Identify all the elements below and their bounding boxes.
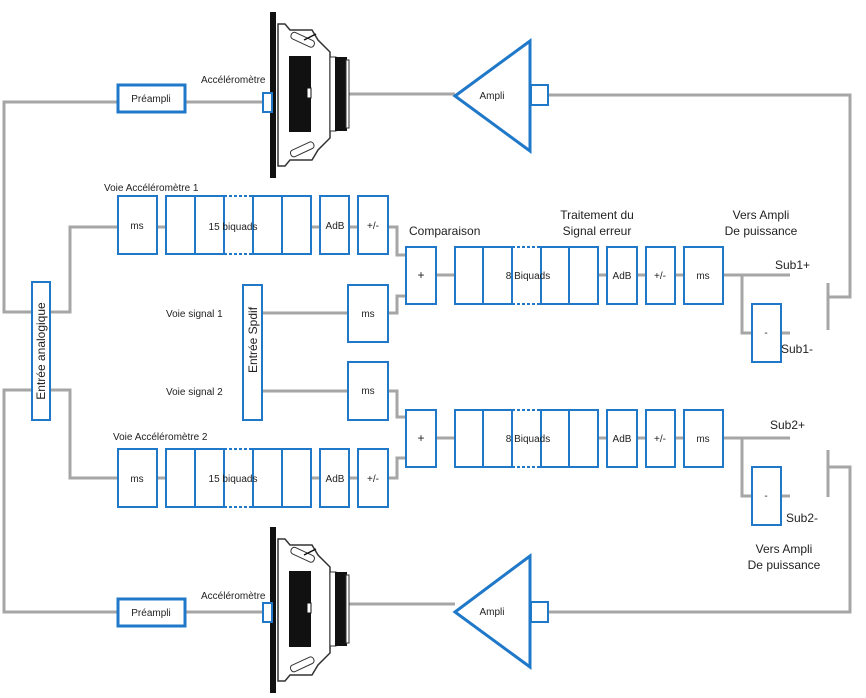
svg-text:+/-: +/- bbox=[367, 221, 379, 232]
vers-ampli-bottom-1: Vers Ampli bbox=[756, 542, 813, 556]
ampli-top-label: Ampli bbox=[479, 91, 504, 102]
wires bbox=[2, 92, 852, 614]
entree-analogique-block bbox=[31, 281, 51, 421]
vers-ampli-top-1: Vers Ampli bbox=[733, 208, 790, 222]
speaker-top bbox=[269, 11, 350, 179]
svg-text:AdB: AdB bbox=[326, 221, 345, 232]
svg-text:ms: ms bbox=[696, 434, 709, 445]
vers-ampli-top-2: De puissance bbox=[725, 224, 798, 238]
accelerometer-sensor-top bbox=[262, 92, 273, 113]
ampli-bottom-label: Ampli bbox=[479, 607, 504, 618]
svg-text:Sub2+: Sub2+ bbox=[770, 418, 805, 432]
svg-text:ms: ms bbox=[696, 271, 709, 282]
entree-analogique-label: Entrée analogique bbox=[34, 302, 48, 400]
svg-text:8 Biquads: 8 Biquads bbox=[506, 434, 550, 445]
svg-text:AdB: AdB bbox=[613, 271, 632, 282]
svg-text:Sub2-: Sub2- bbox=[786, 511, 818, 525]
svg-text:-: - bbox=[764, 491, 767, 502]
svg-text:+/-: +/- bbox=[367, 474, 379, 485]
svg-text:15 biquads: 15 biquads bbox=[209, 474, 258, 485]
traitement-label-1: Traitement du bbox=[560, 208, 634, 222]
svg-text:Sub1-: Sub1- bbox=[781, 342, 813, 356]
traitement-label-2: Signal erreur bbox=[563, 224, 632, 238]
svg-text:AdB: AdB bbox=[326, 474, 345, 485]
entree-spdif-block bbox=[242, 284, 263, 421]
svg-text:+: + bbox=[417, 431, 424, 445]
accelerometer-label-top: Accéléromètre bbox=[201, 75, 266, 86]
accelerometer-label-bottom: Accéléromètre bbox=[201, 591, 266, 602]
voie-signal-1-ms-label: ms bbox=[361, 309, 374, 320]
svg-text:+: + bbox=[417, 268, 424, 282]
speaker-bottom bbox=[269, 526, 350, 694]
preampli-top bbox=[116, 83, 187, 114]
voie-accel-2-label: Voie Accéléromètre 2 bbox=[113, 432, 208, 443]
voie-accel-1-label: Voie Accéléromètre 1 bbox=[104, 183, 199, 194]
comparaison-label: Comparaison bbox=[409, 224, 480, 238]
entree-spdif-label: Entrée Spdif bbox=[246, 306, 260, 373]
svg-text:-: - bbox=[764, 328, 767, 339]
svg-text:+/-: +/- bbox=[654, 434, 666, 445]
svg-text:ms: ms bbox=[130, 221, 143, 232]
svg-text:8 Biquads: 8 Biquads bbox=[506, 271, 550, 282]
svg-text:15 biquads: 15 biquads bbox=[209, 222, 258, 233]
svg-text:+/-: +/- bbox=[654, 271, 666, 282]
chain-1: + 8 Biquads AdB +/- ms - Sub1+ Sub1- bbox=[405, 246, 813, 363]
vers-ampli-bottom-2: De puissance bbox=[748, 558, 821, 572]
voie-accel-1: ms 15 biquads AdB +/- bbox=[117, 195, 389, 255]
svg-text:ms: ms bbox=[130, 474, 143, 485]
svg-text:Sub1+: Sub1+ bbox=[775, 258, 810, 272]
chain-2: + 8 Biquads AdB +/- ms - Sub2+ Sub2- bbox=[405, 409, 818, 526]
preampli-bottom bbox=[116, 597, 187, 628]
preampli-top-label: Préampli bbox=[131, 94, 170, 105]
voie-signal-2-label: Voie signal 2 bbox=[166, 387, 223, 398]
ampli-bottom-input bbox=[530, 601, 549, 623]
voie-signal-1-ms bbox=[347, 284, 389, 343]
voie-signal-2-ms-label: ms bbox=[361, 386, 374, 397]
voie-signal-2-ms bbox=[347, 361, 389, 421]
voie-signal-1-label: Voie signal 1 bbox=[166, 309, 223, 320]
accelerometer-sensor-bottom bbox=[262, 602, 273, 623]
preampli-bottom-label: Préampli bbox=[131, 608, 170, 619]
voie-accel-2: ms 15 biquads AdB +/- bbox=[117, 448, 389, 508]
svg-text:AdB: AdB bbox=[613, 434, 632, 445]
ampli-top-input bbox=[530, 84, 549, 106]
